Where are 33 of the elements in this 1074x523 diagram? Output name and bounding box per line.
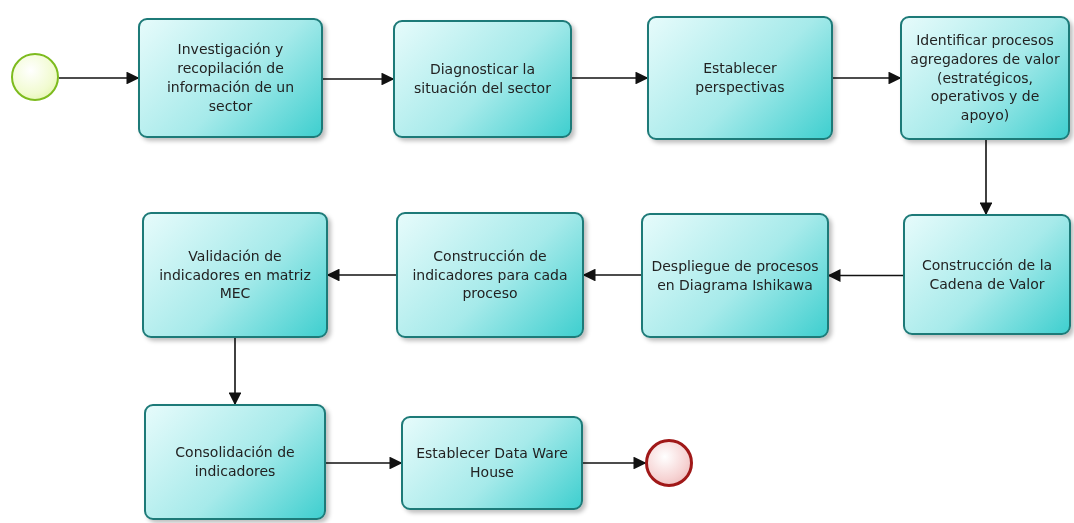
arrow — [582, 268, 642, 282]
process-label: Construcción de indicadores para cada proceso — [411, 246, 569, 304]
process-label: Construcción de la Cadena de Valor — [920, 255, 1054, 294]
process-box — [401, 416, 583, 510]
process-box — [396, 212, 584, 338]
process-box — [138, 18, 323, 138]
arrow — [832, 71, 902, 85]
start-event-circle — [11, 53, 59, 101]
process-box — [144, 404, 326, 520]
process-label: Identificar procesos agregadores de valor (estratégicos, operativos y de apoyo) — [910, 30, 1060, 126]
process-label: Consolidación de indicadores — [174, 443, 296, 481]
arrow — [582, 456, 647, 470]
end-event-circle — [645, 439, 693, 487]
process-box — [647, 16, 833, 140]
process-label: Despliegue de procesos en Diagrama Ishikawa — [651, 256, 819, 295]
process-box — [142, 212, 328, 338]
process-box — [903, 214, 1071, 335]
process-box — [900, 16, 1070, 140]
arrow — [571, 71, 649, 85]
process-box — [641, 213, 829, 338]
arrow — [326, 268, 397, 282]
arrow — [827, 269, 904, 282]
arrow — [322, 72, 395, 86]
process-label: Establecer Data Ware House — [415, 444, 569, 482]
arrow — [58, 71, 140, 85]
process-label: Establecer perspectivas — [694, 59, 786, 97]
process-box — [393, 20, 572, 138]
arrow — [979, 139, 993, 216]
process-label: Diagnosticar la situación del sector — [413, 60, 552, 98]
arrow — [325, 456, 403, 470]
arrow — [228, 337, 242, 406]
process-label: Validación de indicadores en matriz MEC — [158, 246, 312, 304]
process-label: Investigación y recopilación de información de un sector — [165, 40, 296, 116]
